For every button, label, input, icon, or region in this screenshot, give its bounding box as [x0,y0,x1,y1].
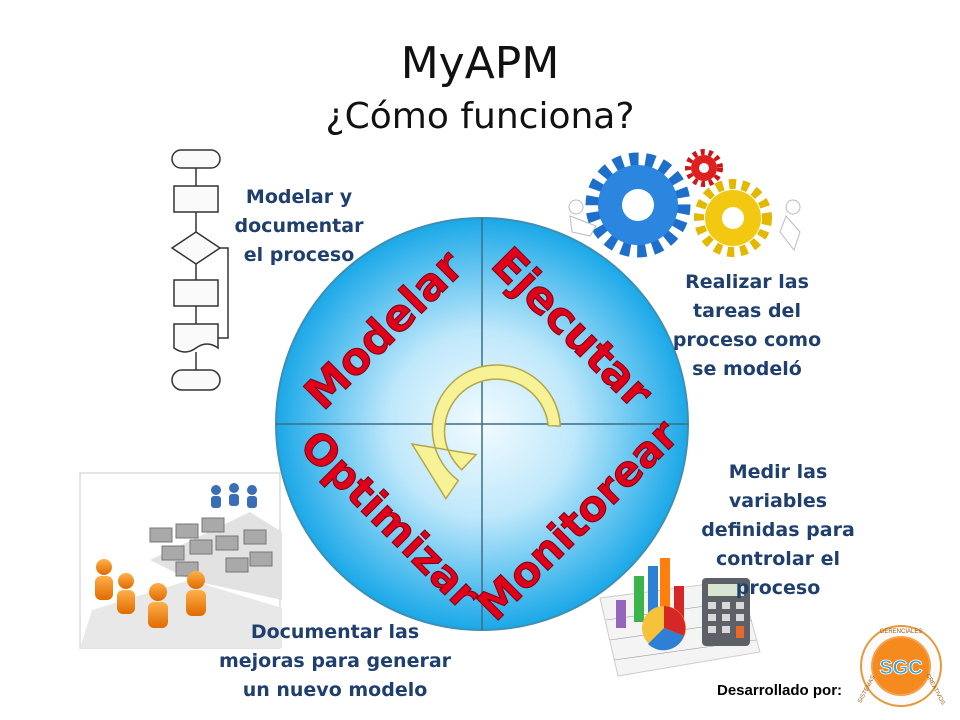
slide-title: MyAPM [400,38,560,89]
description-optimizar: Documentar las mejoras para generar un n… [218,621,452,701]
slide-subtitle: ¿Cómo funciona? [325,96,635,137]
sgc-logo: SGC GERENCIALES SISTEMAS CREATIVOS [857,625,946,707]
flowchart-icon [170,149,229,391]
cycle-wheel [275,217,689,631]
gears-icon [568,149,801,258]
cycle-arrow-icon [410,364,562,501]
description-monitorear: Medir las variables definidas para contr… [701,461,855,599]
chart-calculator-icon [599,558,761,677]
description-ejecutar: Realizar las tareas del proceso como se … [672,271,822,380]
logo-text: SGC [879,657,922,679]
team-puzzle-icon [79,472,282,649]
credit-text: Desarrollado por: [717,682,843,699]
logo-ring-top: GERENCIALES [880,629,923,635]
description-modelar: Modelar y documentar el proceso [234,186,364,266]
